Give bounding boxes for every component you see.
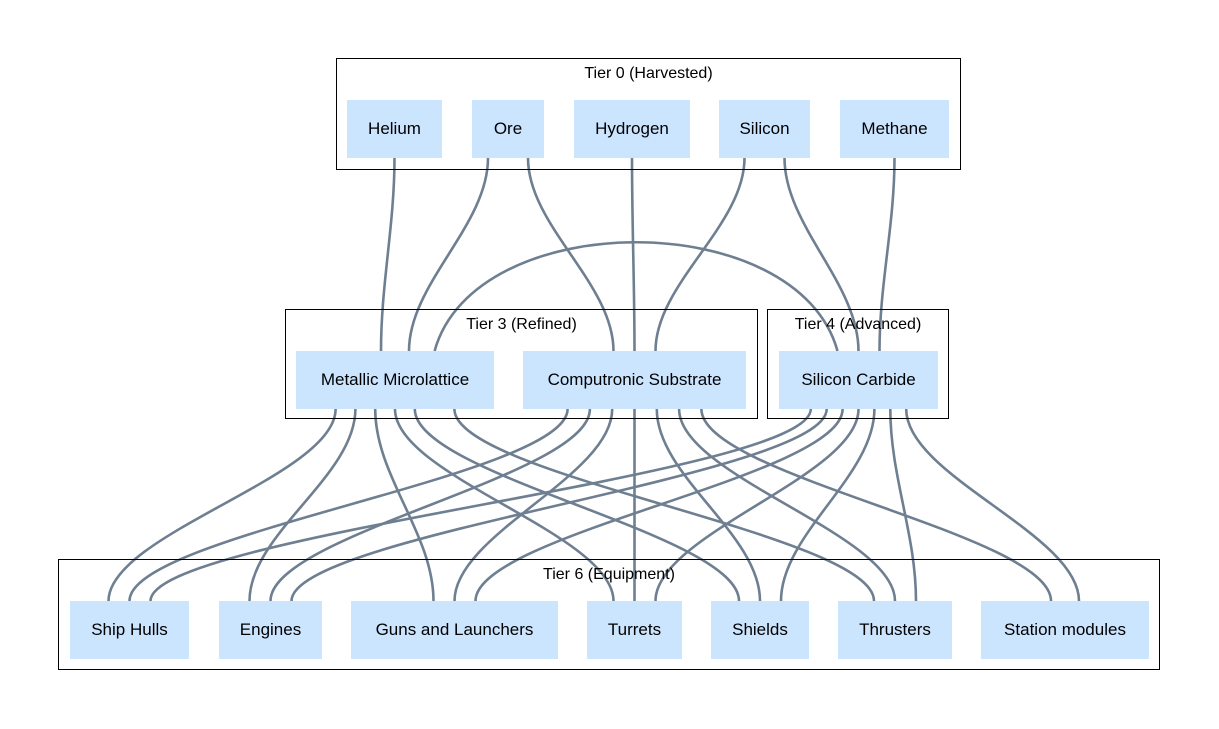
node-ore: Ore: [472, 100, 544, 158]
edge-computronic_substrate-to-ship_hulls: [128, 408, 569, 602]
edge-metallic_microlattice-to-turrets: [393, 408, 615, 602]
edge-metallic_microlattice-to-silicon_carbide: [433, 241, 839, 352]
edge-helium-to-metallic_microlattice: [379, 157, 396, 352]
node-computronic-substrate: Computronic Substrate: [523, 351, 746, 409]
cluster-label-tier-0: Tier 0 (Harvested): [584, 65, 713, 82]
edge-hydrogen-to-computronic_substrate: [630, 157, 636, 352]
edge-metallic_microlattice-to-ship_hulls: [107, 408, 337, 602]
node-guns-and-launchers: Guns and Launchers: [351, 601, 558, 659]
edge-silicon_carbide-to-station_modules: [904, 408, 1081, 602]
cluster-tier-3: Tier 3 (Refined): [285, 309, 758, 419]
edge-silicon-to-computronic_substrate: [654, 157, 746, 352]
node-metallic-microlattice: Metallic Microlattice: [296, 351, 494, 409]
edge-silicon_carbide-to-ship_hulls: [149, 408, 813, 602]
node-station-modules: Station modules: [981, 601, 1149, 659]
edge-silicon-to-silicon_carbide: [783, 157, 860, 352]
edge-silicon_carbide-to-turrets: [654, 408, 860, 602]
edge-computronic_substrate-to-thrusters: [677, 408, 897, 602]
cluster-tier-0: Tier 0 (Harvested): [336, 58, 961, 170]
edge-silicon_carbide-to-engines: [290, 408, 828, 602]
node-thrusters: Thrusters: [838, 601, 952, 659]
node-helium: Helium: [347, 100, 442, 158]
edge-silicon_carbide-to-shields: [779, 408, 876, 602]
node-engines: Engines: [219, 601, 322, 659]
edge-silicon_carbide-to-guns_and_launchers: [474, 408, 844, 602]
edge-computronic_substrate-to-engines: [269, 408, 592, 602]
edge-metallic_microlattice-to-engines: [248, 408, 357, 602]
node-turrets: Turrets: [587, 601, 682, 659]
cluster-label-tier-6: Tier 6 (Equipment): [543, 566, 675, 583]
cluster-label-tier-3: Tier 3 (Refined): [466, 316, 577, 333]
edge-silicon_carbide-to-thrusters: [889, 408, 918, 602]
node-silicon: Silicon: [719, 100, 810, 158]
edge-ore-to-computronic_substrate: [526, 157, 615, 352]
edge-computronic_substrate-to-station_modules: [700, 408, 1053, 602]
edge-metallic_microlattice-to-guns_and_launchers: [373, 408, 435, 602]
node-shields: Shields: [711, 601, 809, 659]
cluster-label-tier-4: Tier 4 (Advanced): [794, 316, 922, 333]
edge-computronic_substrate-to-guns_and_launchers: [453, 408, 614, 602]
edge-ore-to-metallic_microlattice: [407, 157, 490, 352]
cluster-tier-4: Tier 4 (Advanced): [767, 309, 949, 419]
node-ship-hulls: Ship Hulls: [70, 601, 189, 659]
node-silicon-carbide: Silicon Carbide: [779, 351, 938, 409]
cluster-tier-6: Tier 6 (Equipment): [58, 559, 1160, 670]
edge-metallic_microlattice-to-thrusters: [453, 408, 876, 602]
node-hydrogen: Hydrogen: [574, 100, 690, 158]
node-methane: Methane: [840, 100, 949, 158]
edge-metallic_microlattice-to-shields: [413, 408, 741, 602]
edge-computronic_substrate-to-shields: [655, 408, 762, 602]
edge-methane-to-silicon_carbide: [878, 157, 896, 352]
